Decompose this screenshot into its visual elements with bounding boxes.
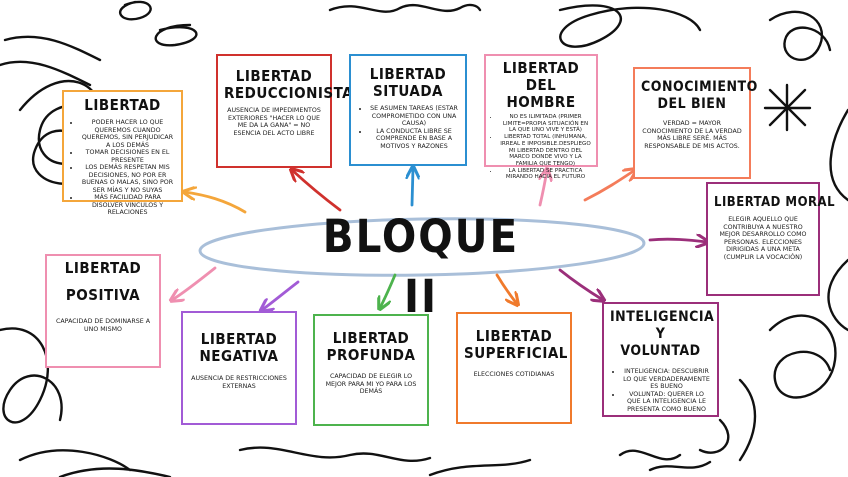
node-list: NO ES ILIMITADA (PRIMER LIMITE=PROPIA SI… [490, 114, 592, 181]
scribble-bottom-right [698, 314, 837, 462]
arrow-conocimiento [583, 170, 635, 202]
node-list: SE ASUMEN TAREAS (ESTAR COMPROMETIDO CON… [357, 105, 459, 150]
node-title-line-2: POSITIVA [65, 286, 141, 304]
node-list: INTELIGENCIA: DESCUBRIR LO QUE VERDADERA… [610, 368, 711, 413]
node-title: INTELIGENCIA Y VOLUNTAD [610, 309, 715, 360]
node-title: LIBERTAD SUPERFICIAL [464, 327, 568, 362]
node-title: CONOCIMIENTO DEL BIEN [641, 79, 758, 113]
node-hombre: LIBERTAD DEL HOMBRE NO ES ILIMITADA (PRI… [484, 54, 598, 180]
node-title-line-1: LIBERTAD [475, 327, 553, 345]
scribble-bottom-left [0, 327, 172, 477]
node-title-line-1: LIBERTAD [200, 330, 278, 348]
node-title: LIBERTAD POSITIVA [53, 260, 153, 304]
scribble-spiral-right [768, 10, 832, 61]
arrow-inteligencia [558, 268, 603, 300]
node-positiva: LIBERTAD POSITIVA CAPACIDAD DE DOMINARSE… [45, 254, 161, 368]
node-text: ELECCIONES COTIDIANAS [473, 371, 555, 378]
node-title-line-2: SITUADA [372, 82, 444, 100]
list-item: LOS DEMÁS RESPETAN MIS DECISIONES, NO PO… [80, 164, 175, 194]
list-item: INTELIGENCIA: DESCUBRIR LO QUE VERDADERA… [622, 368, 711, 391]
scribble-top-right [558, 4, 702, 48]
scribble-right-lines [827, 108, 848, 332]
node-title-line-1: CONOCIMIENTO [641, 79, 758, 95]
node-profunda: LIBERTAD PROFUNDA CAPACIDAD DE ELEGIR LO… [313, 314, 429, 426]
node-text: CAPACIDAD DE ELEGIR LO MEJOR PARA MI YO … [325, 373, 417, 395]
node-title-line-2: PROFUNDA [326, 346, 416, 364]
node-superficial: LIBERTAD SUPERFICIAL ELECCIONES COTIDIAN… [456, 312, 572, 424]
arrow-positiva [172, 266, 217, 300]
node-text: CAPACIDAD DE DOMINARSE A UNO MISMO [55, 318, 151, 333]
arrow-hombre [540, 170, 547, 207]
list-item: LIBERTAD TOTAL (INHUMANA, IRREAL E IMPOS… [499, 134, 592, 168]
arrow-reduccionista [292, 170, 342, 212]
arrow-negativa [262, 280, 300, 310]
node-title: LIBERTAD [84, 96, 161, 114]
node-libertad: LIBERTAD PODER HACER LO QUE QUEREMOS CUA… [62, 90, 183, 216]
list-item: TOMAR DECISIONES EN EL PRESENTE [80, 149, 175, 164]
list-item: VOLUNTAD: QUERER LO QUE LA INTELIGENCIA … [622, 391, 711, 414]
scribble-lines-top [0, 35, 102, 87]
scribble-top-left [119, 0, 198, 47]
node-title: LIBERTAD PROFUNDA [321, 330, 421, 364]
node-text: VERDAD = MAYOR CONOCIMIENTO DE LA VERDAD… [642, 120, 742, 150]
scribble-bottom-center [238, 446, 712, 477]
node-title-line-1: INTELIGENCIA Y [610, 309, 715, 342]
scribble-top-center [328, 3, 482, 13]
node-conocimiento: CONOCIMIENTO DEL BIEN VERDAD = MAYOR CON… [633, 67, 758, 179]
node-title: LIBERTAD NEGATIVA [189, 331, 289, 365]
node-title: LIBERTAD SITUADA [357, 66, 459, 100]
node-title: LIBERTAD REDUCCIONISTA [224, 67, 354, 102]
node-inteligencia: INTELIGENCIA Y VOLUNTAD INTELIGENCIA: DE… [602, 302, 719, 417]
node-text: AUSENCIA DE RESTRICCIONES EXTERNAS [191, 375, 287, 390]
node-title-line-2: VOLUNTAD [620, 343, 701, 359]
list-item: SE ASUMEN TAREAS (ESTAR COMPROMETIDO CON… [369, 105, 459, 128]
list-item: PODER HACER LO QUE QUEREMOS CUANDO QUERE… [80, 119, 175, 149]
arrow-moral [648, 239, 707, 242]
node-title: LIBERTAD DEL HOMBRE [490, 60, 592, 111]
list-item: MÁS FACILIDAD PARA DISOLVER VINCULOS Y R… [80, 194, 175, 217]
node-title-line-2: DEL BIEN [657, 96, 727, 112]
list-item: LA CONDUCTA LIBRE SE COMPRENDE EN BASE A… [369, 128, 459, 151]
arrow-superficial [495, 273, 517, 304]
node-list: PODER HACER LO QUE QUEREMOS CUANDO QUERE… [70, 119, 175, 217]
node-text: ELEGIR AQUELLO QUE CONTRIBUYA A NUESTRO … [719, 216, 807, 261]
node-title: LIBERTAD MORAL [714, 195, 836, 210]
node-text: AUSENCIA DE IMPEDIMENTOS EXTERIORES "HAC… [227, 107, 321, 137]
node-title-line-2: NEGATIVA [199, 347, 279, 365]
node-title-line-1: LIBERTAD [332, 329, 410, 347]
node-title-line-2: REDUCCIONISTA [224, 84, 354, 102]
arrow-situada [412, 168, 413, 207]
node-title-line-1: LIBERTAD DEL [502, 59, 580, 94]
center-ellipse [198, 217, 646, 277]
node-negativa: LIBERTAD NEGATIVA AUSENCIA DE RESTRICCIO… [181, 311, 297, 425]
list-item: NO ES ILIMITADA (PRIMER LIMITE=PROPIA SI… [499, 114, 592, 134]
node-title-line-2: HOMBRE [506, 93, 576, 111]
node-situada: LIBERTAD SITUADA SE ASUMEN TAREAS (ESTAR… [349, 54, 467, 166]
node-title-line-1: LIBERTAD [235, 67, 313, 85]
node-reduccionista: LIBERTAD REDUCCIONISTA AUSENCIA DE IMPED… [216, 54, 354, 168]
list-item: LA LIBERTAD SE PRACTICA MIRANDO HACIA EL… [499, 168, 592, 181]
node-title-line-1: LIBERTAD [369, 65, 447, 83]
scribble-star [763, 83, 812, 132]
node-title-line-2: SUPERFICIAL [464, 344, 568, 362]
center-title: BLOQUE II [322, 210, 520, 323]
node-moral: LIBERTAD MORAL ELEGIR AQUELLO QUE CONTRI… [706, 182, 836, 296]
arrow-libertad [185, 192, 247, 214]
node-title-line-1: LIBERTAD [64, 259, 142, 277]
arrow-profunda [380, 273, 397, 308]
